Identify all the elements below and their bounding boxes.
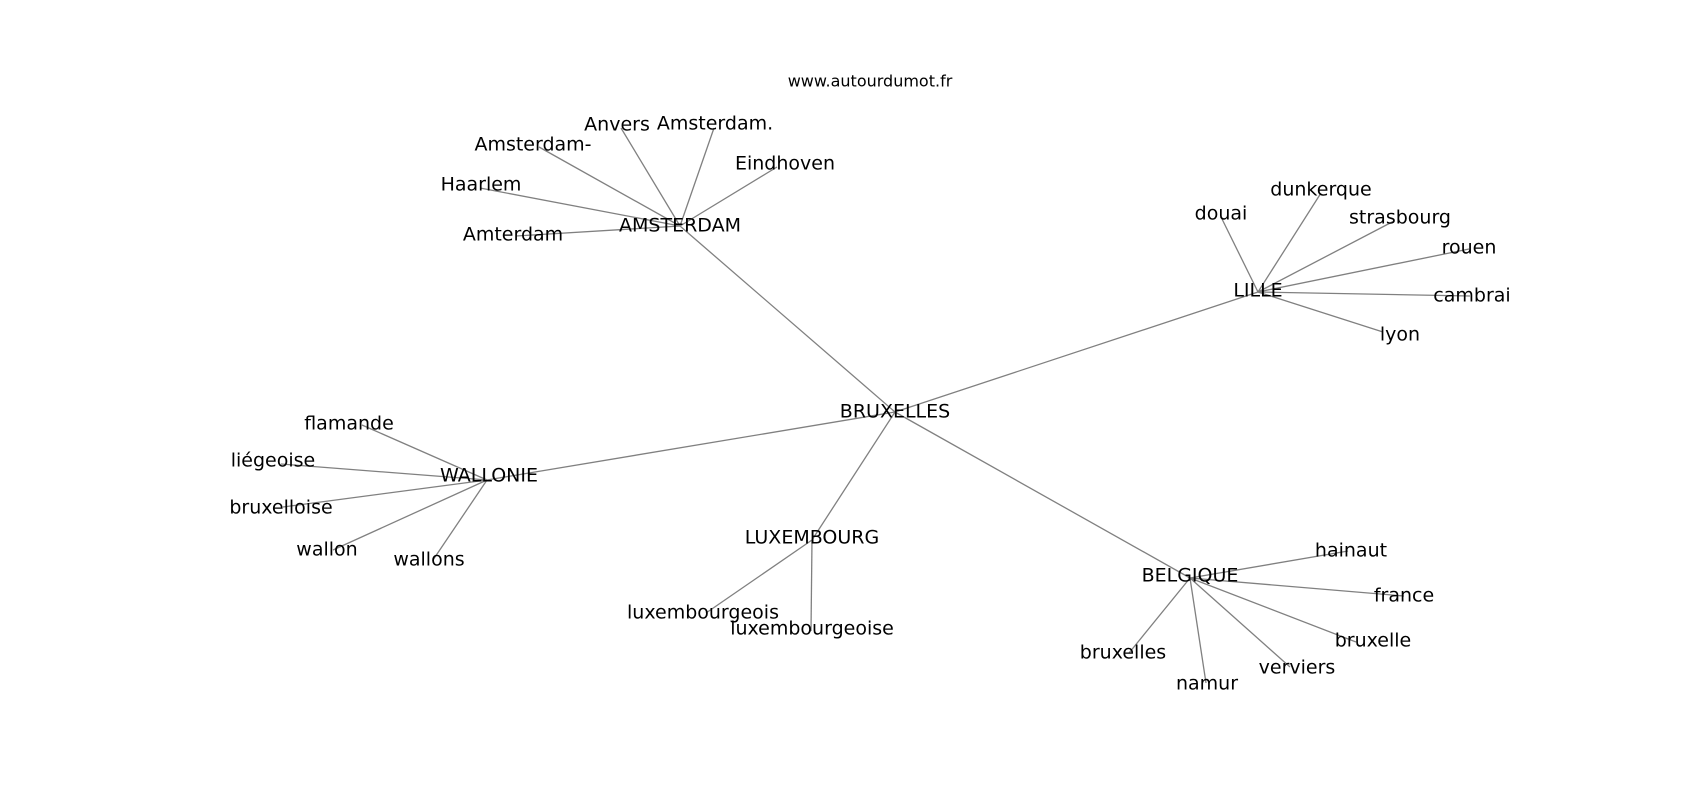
leaf-node-liegeoise: liégeoise [231,450,316,472]
edge-bruxelles-belgique [894,411,1191,579]
edge-bruxelles-amsterdam [679,225,896,413]
leaf-node-haarlem: Haarlem [441,174,522,196]
leaf-node-france: france [1374,585,1434,607]
leaf-node-flamande: flamande [304,413,394,435]
center-node-bruxelles: BRUXELLES [840,401,950,423]
leaf-node-cambrai: cambrai [1433,285,1510,307]
leaf-node-wallons: wallons [393,549,464,571]
leaf-node-rouen: rouen [1442,237,1497,259]
leaf-node-amsterdam: Amsterdam- [474,134,591,156]
edge-lille-cambrai [1257,291,1471,297]
edge-amsterdam-haarlem [479,187,681,227]
leaf-node-verviers: verviers [1259,657,1336,679]
hub-node-amsterdam: AMSTERDAM [619,215,741,237]
edge-wallonie-liegeoise [280,463,488,481]
edge-amsterdam-anvers [620,127,681,227]
leaf-node-bruxelloise: bruxelloise [229,497,332,519]
edge-lille-strasbourg [1257,220,1395,293]
edge-belgique-bruxelle [1189,577,1357,643]
edge-amsterdam-eindhoven [679,166,778,227]
edge-lille-lyon [1257,291,1384,333]
leaf-node-strasbourg: strasbourg [1349,207,1451,229]
edge-belgique-namur [1189,577,1207,684]
leaf-node-luxembourgeois: luxembourgeois [627,602,779,624]
hub-node-wallonie: WALLONIE [440,465,538,487]
leaf-node-anvers: Anvers [584,114,650,136]
leaf-node-lyon: lyon [1380,324,1420,346]
edge-lille-douai [1221,218,1259,293]
leaf-node-wallon: wallon [296,539,357,561]
edge-amsterdam-amsterdam [679,127,715,227]
leaf-node-hainaut: hainaut [1315,540,1387,562]
edge-luxembourg-luxembourgeoise [810,539,813,632]
leaf-node-amterdam: Amterdam [463,224,563,246]
edge-wallonie-bruxelloise [282,479,488,508]
labels-layer: BRUXELLES AMSTERDAM Anvers Amsterdam. Amster… [229,113,1510,695]
edge-luxembourg-luxembourgeois [705,539,813,614]
edge-amsterdam-amsterdam [538,146,681,227]
edge-lille-dunkerque [1257,192,1322,293]
hub-node-luxembourg: LUXEMBOURG [745,527,879,549]
edge-bruxelles-luxembourg [811,411,896,541]
edge-lille-rouen [1257,248,1470,293]
edge-wallonie-flamande [361,424,488,481]
edge-belgique-france [1189,577,1405,597]
edge-belgique-verviers [1189,577,1291,668]
edge-wallonie-wallons [432,479,488,561]
credit-text: www.autourdumot.fr [788,72,953,91]
edge-bruxelles-wallonie [486,411,896,481]
leaf-node-amsterdam: Amsterdam. [657,113,773,135]
leaf-node-eindhoven: Eindhoven [735,153,835,175]
edge-wallonie-wallon [332,479,488,551]
edge-bruxelles-lille [894,291,1259,413]
leaf-node-dunkerque: dunkerque [1270,179,1371,201]
hub-node-lille: LILLE [1233,280,1282,302]
leaf-node-bruxelles: bruxelles [1080,642,1166,664]
edge-amsterdam-amterdam [515,225,681,237]
leaf-node-luxembourgeoise: luxembourgeoise [730,618,894,640]
edge-belgique-hainaut [1189,550,1349,579]
edges-layer [280,127,1471,684]
leaf-node-namur: namur [1176,673,1238,695]
leaf-node-bruxelle: bruxelle [1335,630,1412,652]
edge-belgique-bruxelles [1128,577,1191,654]
leaf-node-douai: douai [1195,203,1248,225]
hub-node-belgique: BELGIQUE [1142,565,1239,587]
